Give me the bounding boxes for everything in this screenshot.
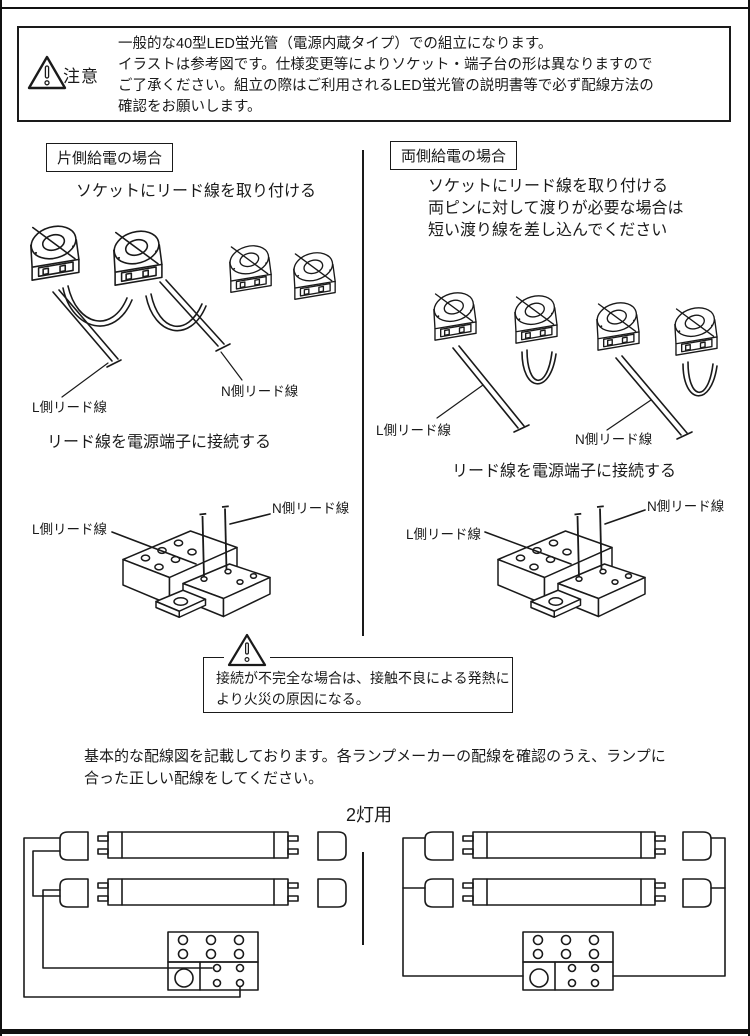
- l-lead-label: L側リード線: [406, 527, 482, 542]
- caution-line: ご了承ください。組立の際はご利用されるLED蛍光管の説明書等で必ず配線方法の: [118, 78, 654, 94]
- both-side-wiring-diagram: [402, 831, 726, 991]
- l-lead-label: L側リード線: [376, 423, 452, 438]
- step-line: ソケットにリード線を取り付ける: [428, 178, 669, 195]
- diagram-divider: [362, 852, 364, 945]
- n-lead-label: N側リード線: [575, 432, 653, 447]
- single-side-terminal-illustration: [111, 505, 271, 619]
- caution-line: イラストは参考図です。仕様変更等によりソケット・端子台の形は異なりますので: [118, 57, 653, 73]
- caution-line: 確認をお願いします。: [118, 99, 262, 115]
- l-lead-label: L側リード線: [32, 522, 108, 537]
- both-side-step2: リード線を電源端子に接続する: [452, 463, 677, 480]
- warning-line: より火災の原因になる。: [216, 691, 370, 707]
- column-divider: [362, 150, 364, 636]
- note-line: 基本的な配線図を記載しております。各ランプメーカーの配線を確認のうえ、ランプに: [84, 748, 666, 765]
- both-side-step1: ソケットにリード線を取り付ける 両ピンに対して渡りが必要な場合は 短い渡り線を差…: [428, 176, 684, 242]
- both-side-sockets-illustration: [430, 287, 719, 440]
- lead-wires: [436, 345, 718, 440]
- single-side-step2: リード線を電源端子に接続する: [47, 434, 272, 451]
- caution-label: 注意: [63, 67, 99, 86]
- warning-triangle-icon: [227, 633, 267, 667]
- page-frame-right: [748, 0, 750, 1036]
- two-lamp-heading: 2灯用: [346, 805, 393, 825]
- caution-line: 一般的な40型LED蛍光管（電源内蔵タイプ）での組立になります。: [118, 36, 553, 52]
- both-side-terminal-illustration: [484, 505, 646, 619]
- mid-warning-text: 接続が不完全な場合は、接触不良による発熱に より火災の原因になる。: [216, 668, 510, 710]
- wiring: [402, 837, 726, 977]
- n-lead-label: N側リード線: [647, 499, 725, 514]
- step-line: 両ピンに対して渡りが必要な場合は: [428, 200, 684, 217]
- wiring: [23, 837, 241, 998]
- n-lead-label: N側リード線: [272, 501, 350, 516]
- single-side-step1: ソケットにリード線を取り付ける: [76, 183, 317, 200]
- single-side-header: 片側給電の場合: [46, 143, 174, 172]
- warning-line: 接続が不完全な場合は、接触不良による発熱に: [216, 670, 510, 686]
- single-side-sockets-illustration: [26, 220, 337, 398]
- step-line: 短い渡り線を差し込んでください: [428, 222, 668, 239]
- note-line: 合った正しい配線をしてください。: [84, 769, 324, 787]
- caution-box: 注意 一般的な40型LED蛍光管（電源内蔵タイプ）での組立になります。 イラスト…: [17, 26, 731, 122]
- leader-lines: [111, 513, 271, 565]
- caution-text: 一般的な40型LED蛍光管（電源内蔵タイプ）での組立になります。 イラストは参考…: [118, 34, 654, 118]
- page-frame-bottom: [0, 1029, 750, 1034]
- n-lead-label: N側リード線: [221, 384, 299, 399]
- lamps-and-sockets: [424, 831, 712, 908]
- leader-lines: [484, 509, 646, 565]
- terminal-block: [522, 931, 614, 991]
- mid-warning-box: 接続が不完全な場合は、接触不良による発熱に より火災の原因になる。: [203, 657, 513, 713]
- single-side-wiring-diagram: [23, 831, 347, 998]
- lead-wires: [52, 279, 243, 398]
- l-lead-label: L側リード線: [32, 400, 108, 415]
- lamps-and-sockets: [59, 831, 347, 908]
- warning-triangle-icon: [27, 55, 67, 90]
- page-frame-left: [0, 0, 2, 1036]
- both-side-header: 両側給電の場合: [390, 141, 518, 170]
- wiring-note: 基本的な配線図を記載しております。各ランプメーカーの配線を確認のうえ、ランプに …: [84, 746, 666, 789]
- page-frame-top: [0, 7, 750, 9]
- terminal-block: [167, 931, 259, 991]
